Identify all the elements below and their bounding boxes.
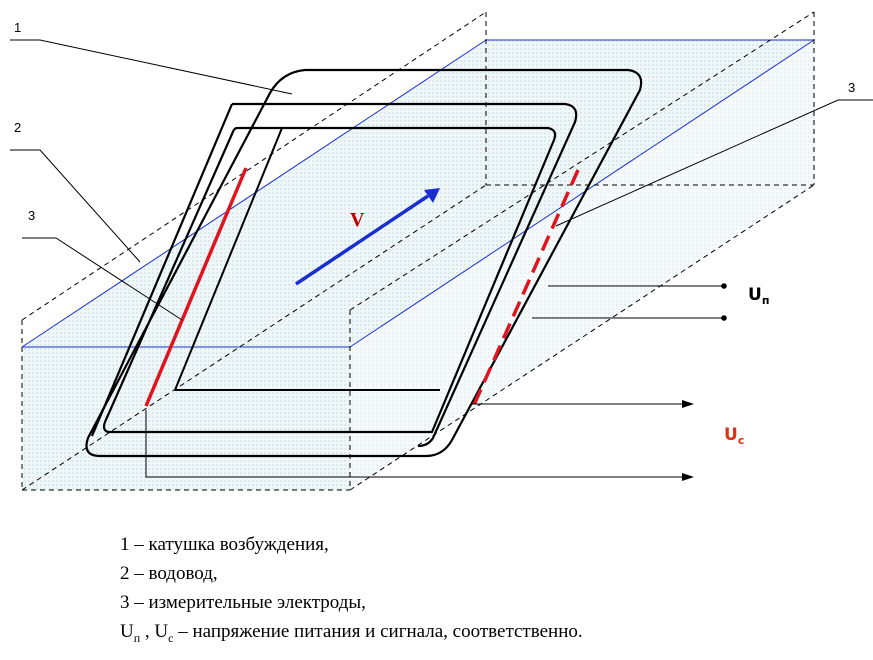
- callout-1: 1: [14, 20, 21, 35]
- legend-item-conduit: 2 – водовод,: [120, 563, 218, 584]
- conduit-dashed-edge: [349, 184, 815, 491]
- coil-front-face: [232, 102, 578, 448]
- arrowhead-icon: [682, 473, 694, 481]
- legend-item-electrodes: 3 – измерительные электроды,: [120, 592, 366, 613]
- electrode-right: [472, 169, 580, 406]
- excitation-coil: [85, 68, 643, 458]
- coil-window: [174, 127, 440, 391]
- supply-terminal: [721, 315, 727, 321]
- conduit-edge: [349, 39, 815, 348]
- arrowhead-icon: [424, 188, 440, 203]
- callout-leader-1: [10, 39, 293, 95]
- callout-leader-2: [10, 149, 141, 263]
- flowmeter-diagram: V 1 2 3 3 Uп Uс: [10, 11, 873, 491]
- conduit-dashed-edge: [349, 11, 815, 311]
- coil-inner-contour: [102, 126, 557, 434]
- flow-velocity-arrow: [295, 188, 440, 286]
- conduit-end-plane: [350, 40, 814, 490]
- callout-leader-3-right: [555, 99, 873, 227]
- conduit-dashed-edge: [21, 11, 487, 321]
- signal-lead-left: [145, 410, 688, 478]
- arrowhead-icon: [682, 400, 694, 408]
- callout-2: 2: [14, 120, 21, 135]
- callout-leader-3-left: [22, 237, 183, 321]
- coil-outer-contour: [85, 68, 643, 458]
- signal-voltage-label: Uс: [724, 425, 744, 447]
- supply-voltage-label: Uп: [748, 285, 769, 307]
- measuring-electrodes: [144, 167, 580, 407]
- velocity-label: V: [350, 209, 365, 231]
- conduit-top-plane: [22, 40, 814, 347]
- conduit-side-plane: [22, 347, 350, 490]
- legend-item-voltages: Uп , Uс – напряжение питания и сигнала, …: [120, 621, 583, 645]
- callout-3-left: 3: [28, 208, 35, 223]
- conduit-edge: [21, 39, 487, 348]
- supply-terminal: [721, 283, 727, 289]
- electrode-left: [144, 167, 248, 407]
- coil-edge: [90, 103, 234, 437]
- legend-item-coil: 1 – катушка возбуждения,: [120, 534, 329, 555]
- callout-3-right: 3: [848, 80, 855, 95]
- legend: 1 – катушка возбуждения, 2 – водовод, 3 …: [120, 530, 860, 653]
- conduit-dashed-edge: [21, 184, 487, 491]
- water-conduit: [21, 11, 815, 491]
